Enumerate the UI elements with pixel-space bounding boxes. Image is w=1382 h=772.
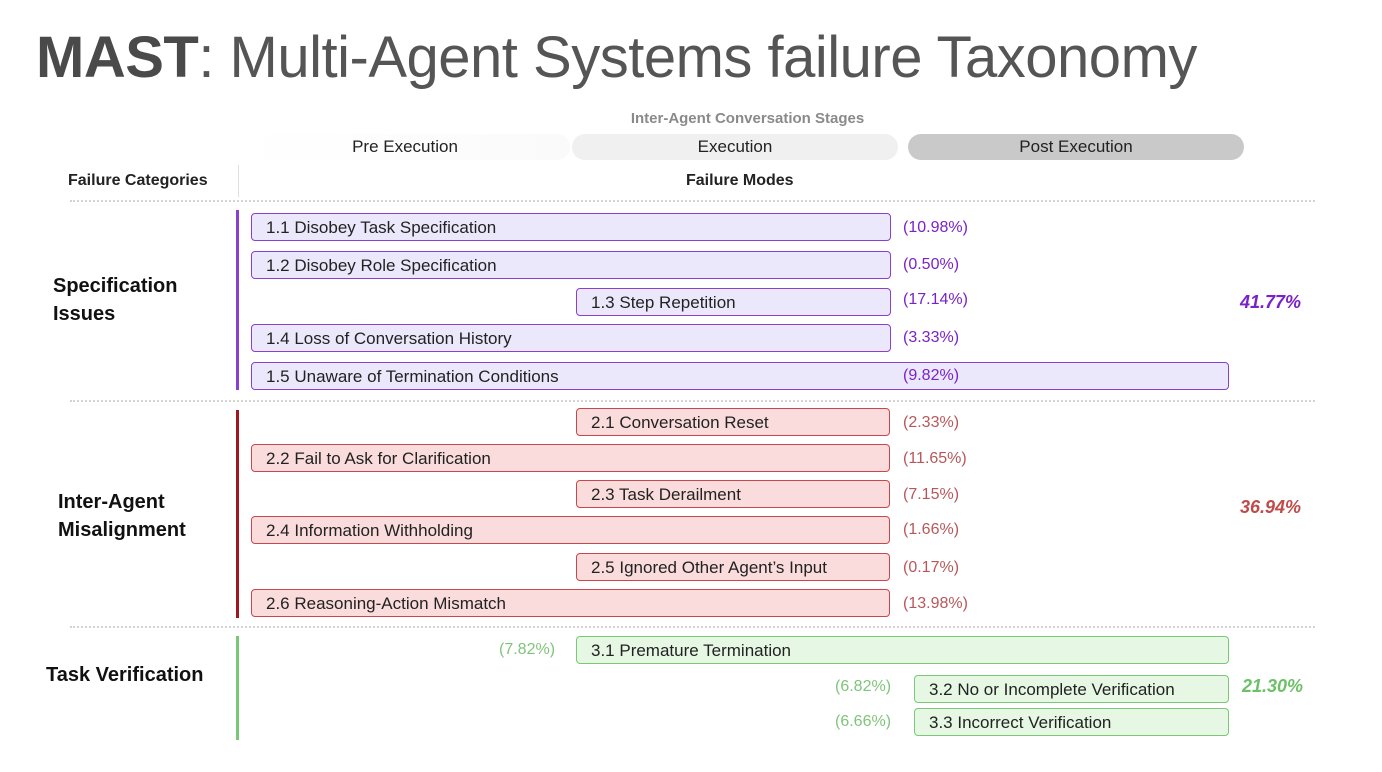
mode-box-1-4: 1.4 Loss of Conversation History (251, 324, 891, 352)
mode-box-3-1: 3.1 Premature Termination (576, 636, 1229, 664)
stage-post-execution: Post Execution (908, 134, 1244, 160)
separator-top (70, 200, 1315, 202)
mode-pct-2-2: (11.65%) (903, 450, 967, 467)
mode-pct-2-5: (0.17%) (903, 559, 960, 576)
mode-box-2-1: 2.1 Conversation Reset (576, 408, 890, 436)
mode-pct-2-4: (1.66%) (903, 521, 960, 538)
mode-pct-2-1: (2.33%) (903, 414, 960, 431)
category-bar-specification (236, 210, 239, 390)
mode-pct-3-1: (7.82%) (499, 641, 556, 658)
mode-pct-1-5: (9.82%) (903, 367, 960, 384)
stage-execution: Execution (572, 134, 898, 160)
category-task-verification: Task Verification (46, 661, 203, 689)
mode-box-2-5: 2.5 Ignored Other Agent’s Input (576, 553, 890, 581)
category-total-verification: 21.30% (1242, 676, 1304, 696)
category-bar-misalignment (236, 410, 239, 618)
category-total-misalignment: 36.94% (1240, 497, 1302, 517)
mode-pct-2-3: (7.15%) (903, 486, 960, 503)
category-total-specification: 41.77% (1240, 292, 1302, 312)
category-bar-verification (236, 636, 239, 740)
page-title: MAST: Multi-Agent Systems failure Taxono… (36, 24, 1197, 91)
mode-box-2-4: 2.4 Information Withholding (251, 516, 890, 544)
mode-pct-1-4: (3.33%) (903, 329, 960, 346)
category-name-line1: Inter-Agent (58, 491, 165, 513)
separator-1 (70, 400, 1315, 402)
failure-categories-header: Failure Categories (68, 172, 208, 189)
stages-title: Inter-Agent Conversation Stages (630, 110, 865, 127)
failure-modes-header: Failure Modes (686, 172, 794, 189)
mode-pct-1-2: (0.50%) (903, 256, 960, 273)
mode-box-2-2: 2.2 Fail to Ask for Clarification (251, 444, 890, 472)
category-inter-agent-misalignment: Inter-Agent Misalignment (58, 488, 186, 544)
mode-pct-1-3: (17.14%) (903, 291, 968, 308)
mode-box-1-2: 1.2 Disobey Role Specification (251, 251, 891, 279)
title-text: : Multi-Agent Systems failure Taxonomy (198, 25, 1197, 90)
category-name-line1: Task Verification (46, 664, 204, 686)
mode-label-1-5: 1.5 Unaware of Termination Conditions (266, 367, 559, 386)
mode-pct-3-3: (6.66%) (835, 713, 892, 730)
mode-box-3-2: 3.2 No or Incomplete Verification (914, 675, 1229, 703)
category-name-line1: Specification (53, 275, 178, 297)
header-divider (238, 165, 239, 197)
mode-pct-1-1: (10.98%) (903, 219, 968, 236)
separator-2 (70, 626, 1315, 628)
mode-box-1-3: 1.3 Step Repetition (576, 288, 891, 316)
stage-pre-execution: Pre Execution (240, 134, 570, 160)
mode-box-1-1: 1.1 Disobey Task Specification (251, 213, 891, 241)
category-name-line2: Issues (53, 303, 116, 325)
mode-box-1-5: 1.5 Unaware of Termination Conditions (251, 362, 1229, 390)
mode-box-3-3: 3.3 Incorrect Verification (914, 708, 1229, 736)
category-name-line2: Misalignment (58, 519, 186, 541)
title-acronym: MAST (36, 25, 199, 90)
mode-pct-2-6: (13.98%) (903, 595, 968, 612)
mode-pct-3-2: (6.82%) (835, 678, 892, 695)
category-specification-issues: Specification Issues (53, 272, 177, 328)
mode-box-2-3: 2.3 Task Derailment (576, 480, 890, 508)
mode-box-2-6: 2.6 Reasoning-Action Mismatch (251, 589, 890, 617)
